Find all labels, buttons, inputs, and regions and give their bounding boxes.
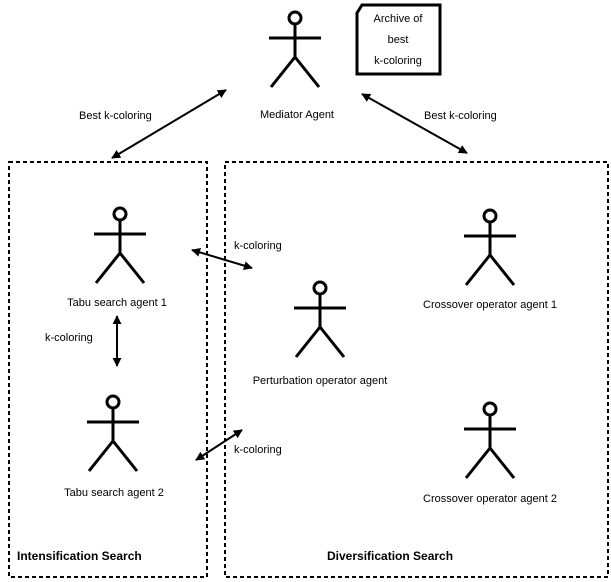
best-coloring-arrow-left: [111, 89, 227, 159]
k-coloring-label-top: k-coloring: [234, 240, 282, 252]
mediator-agent-label: Mediator Agent: [260, 109, 334, 121]
k-coloring-arrow-bottom: [195, 429, 243, 461]
intensification-title: Intensification Search: [17, 549, 142, 563]
best-coloring-label-right: Best k-coloring: [424, 110, 497, 122]
archive-label-line-1: Archive of: [374, 13, 424, 25]
best-coloring-label-left: Best k-coloring: [79, 110, 152, 122]
tabu-agent-1-icon: [92, 206, 148, 285]
tabu-agent-2-icon: [85, 394, 141, 473]
crossover-agent-1-icon: [462, 208, 518, 287]
k-coloring-label-bottom: k-coloring: [234, 444, 282, 456]
intensification-region: [8, 161, 208, 578]
tabu-agent-1-label: Tabu search agent 1: [67, 297, 167, 309]
archive-label-line-3: k-coloring: [374, 55, 422, 67]
crossover-agent-2-label: Crossover operator agent 2: [423, 493, 557, 505]
best-coloring-arrow-right: [361, 93, 468, 154]
archive-label-line-2: best: [388, 34, 409, 46]
diversification-region: [224, 161, 609, 578]
perturbation-agent-label: Perturbation operator agent: [253, 375, 388, 387]
perturbation-agent-icon: [292, 280, 348, 359]
k-coloring-label-vertical: k-coloring: [45, 332, 93, 344]
k-coloring-arrow-top: [191, 248, 253, 270]
tabu-agent-2-label: Tabu search agent 2: [64, 487, 164, 499]
diversification-title: Diversification Search: [327, 549, 453, 563]
mediator-agent-icon: [267, 10, 323, 89]
crossover-agent-1-label: Crossover operator agent 1: [423, 299, 557, 311]
archive-document-icon: [355, 3, 442, 76]
crossover-agent-2-icon: [462, 401, 518, 480]
